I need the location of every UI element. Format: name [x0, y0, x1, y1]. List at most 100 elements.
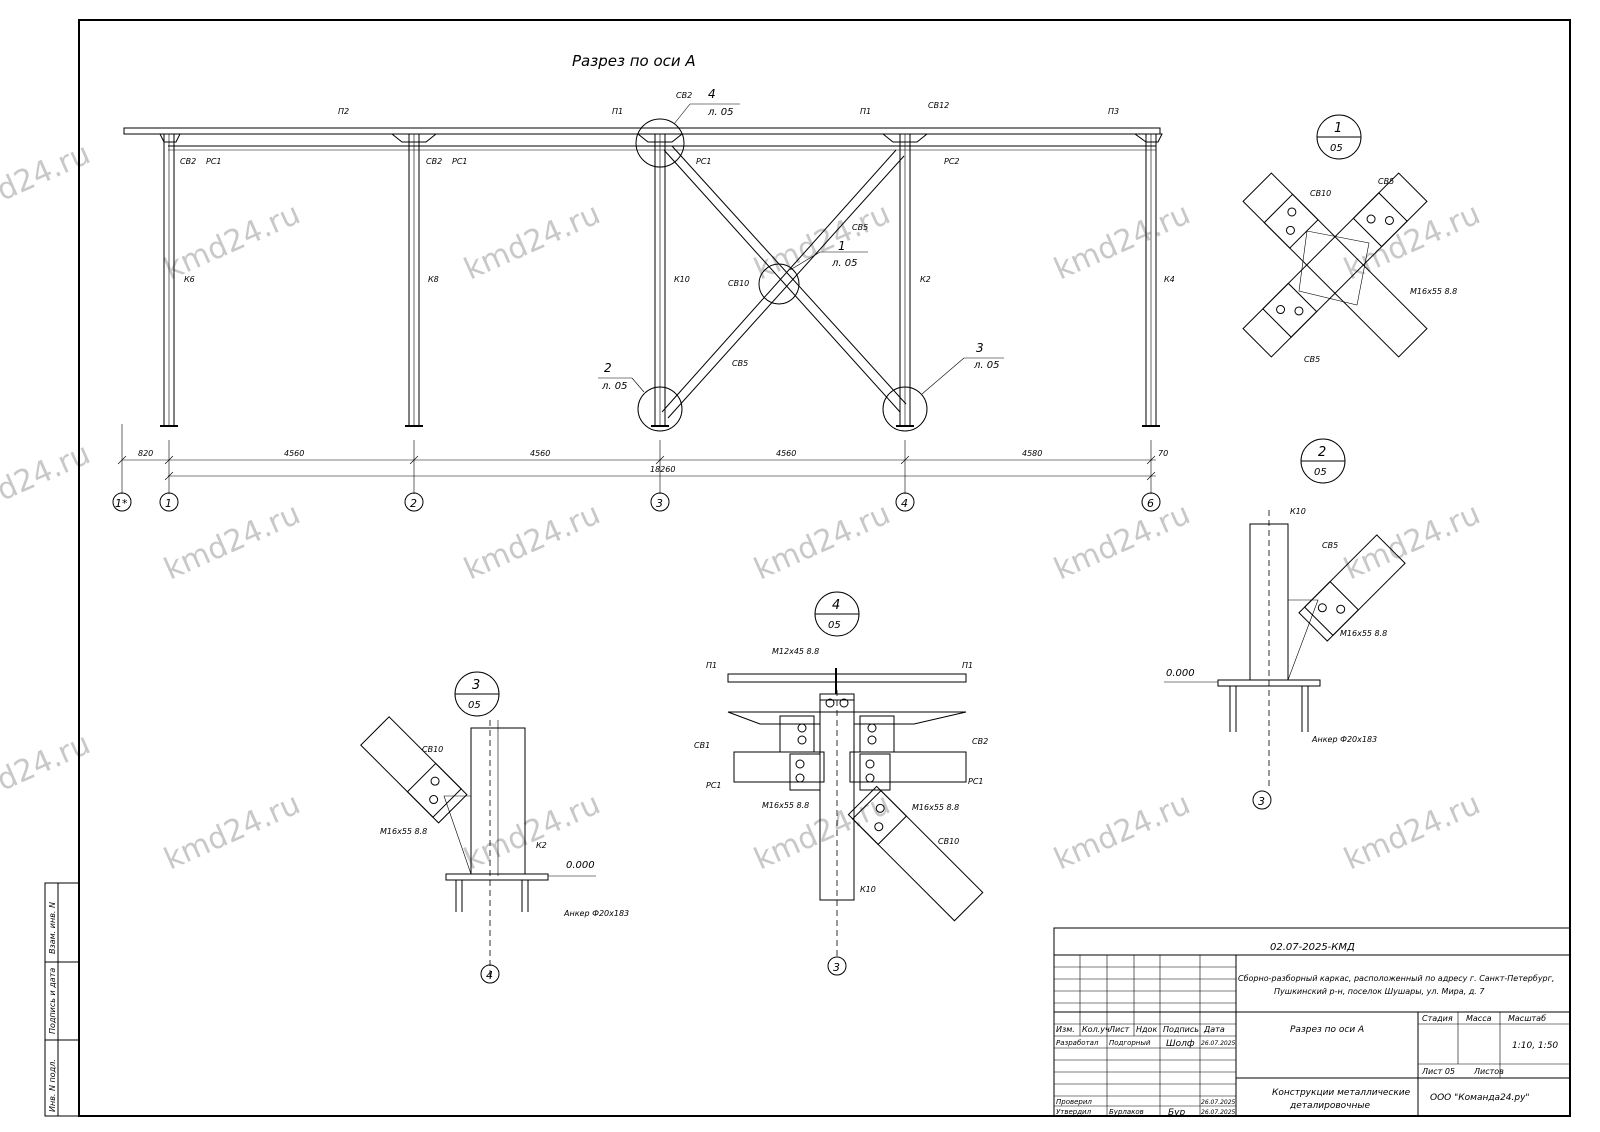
axis-markers: 1* 1 2 3 4 6 — [112, 492, 1161, 512]
detail-4: 4 05 П1 П1 М12х45 8.8 СВ1 СВ2 — [694, 591, 988, 976]
detail-2-label-4: 0.000 — [1166, 668, 1195, 679]
tb-sheet: Лист 05 — [1421, 1067, 1455, 1076]
tb-h-1: Изм. — [1056, 1025, 1075, 1034]
watermark-text: kmd24.ru — [1339, 496, 1485, 587]
section-title: Разрез по оси А — [572, 52, 696, 70]
column-brackets — [159, 133, 1163, 143]
detail-2-label-1: К10 — [1290, 507, 1306, 516]
top-plate — [123, 127, 1161, 135]
detail-4-label-9: М16х55 8.8 — [912, 803, 959, 812]
watermark-text: kmd24.ru — [749, 496, 895, 587]
tb-appr-role: Утвердил — [1056, 1108, 1092, 1116]
tb-dev-date: 26.07.2025 — [1201, 1040, 1236, 1047]
detail-2-axis: 3 — [1258, 795, 1265, 808]
label-beam-4: СВ12 — [928, 101, 949, 110]
label-plate-2: П1 — [612, 107, 623, 116]
tb-check-role: Проверил — [1056, 1098, 1092, 1106]
axis-1star: 1* — [115, 497, 128, 510]
detail-1-label-3: М16х55 8.8 — [1410, 287, 1457, 296]
label-column-3: К10 — [674, 275, 690, 284]
watermark-text: kmd24.ru — [749, 196, 895, 287]
callout-4-num: 4 — [708, 87, 716, 101]
detail-3-label-4: 0.000 — [566, 860, 595, 871]
tb-h-3: Лист — [1108, 1025, 1130, 1034]
detail-2-num: 2 — [1318, 445, 1326, 460]
detail-1-sheet: 05 — [1330, 143, 1343, 154]
detail-4-label-5: СВ2 — [972, 737, 988, 746]
axis-4: 4 — [901, 497, 908, 510]
watermark-text: kmd24.ru — [0, 136, 95, 227]
label-plate-4: П3 — [1108, 107, 1119, 116]
tb-doc-1: Конструкции металлические — [1272, 1088, 1411, 1098]
label-beam-3: СВ2 — [676, 91, 692, 100]
watermark-text: kmd24.ru — [0, 726, 95, 817]
label-brace-1: СВ5 — [852, 223, 868, 232]
stamp-2: Подпись и дата — [48, 968, 57, 1034]
label-brace-3: СВ5 — [732, 359, 748, 368]
dim-span-3: 4560 — [776, 449, 796, 458]
left-stamp: Взам. инв. N Подпись и дата Инв. N подл. — [44, 882, 80, 1117]
label-column-5: К4 — [1164, 275, 1175, 284]
detail-1-label-1: СВ10 — [1310, 189, 1331, 198]
tb-check-date: 26.07.2025 — [1201, 1099, 1236, 1106]
detail-3-label-3: К2 — [536, 841, 547, 850]
detail-2-label-3: М16х55 8.8 — [1340, 629, 1387, 638]
dim-total: 18260 — [650, 465, 675, 474]
tb-h-5: Подпись — [1163, 1025, 1199, 1034]
detail-1: 1 05 СВ10 СВ5 М16х55 8.8 СВ5 — [1242, 114, 1457, 364]
label-rc-2: РС1 — [452, 157, 468, 166]
watermark-text: kmd24.ru — [1049, 496, 1195, 587]
label-column-2: К8 — [428, 275, 439, 284]
detail-circle-3 — [882, 386, 928, 432]
label-rc-4: РС2 — [944, 157, 960, 166]
column-axis-6 — [1142, 133, 1160, 427]
detail-3-label-2: М16х55 8.8 — [380, 827, 427, 836]
callout-2-num: 2 — [604, 361, 612, 375]
watermark-text: kmd24.ru — [159, 496, 305, 587]
elevation-view: 4 л. 05 1 л. 05 2 л. 05 3 л. 05 П2 П1 П1… — [112, 87, 1175, 512]
detail-2-label-2: СВ5 — [1322, 541, 1338, 550]
tb-dev-role: Разработал — [1056, 1039, 1099, 1047]
callout-3-sheet: л. 05 — [973, 360, 999, 371]
tb-appr-sign: Бур — [1168, 1108, 1186, 1118]
callout-4-sheet: л. 05 — [707, 107, 733, 118]
detail-4-label-7: РС1 — [968, 777, 984, 786]
detail-circle-4 — [635, 118, 685, 168]
label-rc-3: РС1 — [696, 157, 712, 166]
watermark-text: kmd24.ru — [1339, 786, 1485, 877]
detail-4-sheet: 05 — [828, 620, 841, 631]
tb-sheets: Листов — [1473, 1067, 1504, 1076]
detail-2-label-5: Анкер Ф20х183 — [1311, 735, 1377, 744]
watermark-text: kmd24.ru — [0, 436, 95, 527]
tb-code: 02.07-2025-КМД — [1270, 942, 1355, 953]
tb-scale: 1:10, 1:50 — [1512, 1041, 1558, 1051]
detail-3-sheet: 05 — [468, 700, 481, 711]
tb-object-2: Пушкинский р-н, поселок Шушары, ул. Мира… — [1274, 987, 1485, 996]
watermark-text: kmd24.ru — [159, 196, 305, 287]
detail-1-num: 1 — [1334, 121, 1342, 136]
dim-820: 820 — [138, 449, 153, 458]
detail-1-label-2: СВ5 — [1378, 177, 1394, 186]
tb-h-4: Ндок — [1136, 1025, 1157, 1034]
column-axis-2 — [405, 133, 423, 427]
dim-span-2: 4560 — [530, 449, 550, 458]
watermark-text: kmd24.ru — [1049, 786, 1195, 877]
detail-3: 3 05 СВ10 М16х55 8.8 К2 0.000 Анкер Ф20х… — [360, 671, 629, 984]
x-bracing — [661, 145, 907, 419]
callout-1-num: 1 — [838, 239, 846, 253]
column-axis-3 — [651, 133, 669, 427]
tb-col-2: Масса — [1466, 1014, 1492, 1023]
tb-appr-date: 26.07.2025 — [1201, 1109, 1236, 1116]
detail-3-num: 3 — [472, 678, 480, 693]
tb-doc-2: деталировочные — [1289, 1101, 1370, 1111]
tb-appr-name: Бурлаков — [1109, 1108, 1144, 1116]
axis-6: 6 — [1147, 497, 1154, 510]
tb-sheet-title: Разрез по оси А — [1290, 1025, 1364, 1035]
detail-4-label-8: М16х55 8.8 — [762, 801, 809, 810]
detail-3-axis: 4 — [486, 969, 493, 982]
detail-circle-2 — [637, 386, 683, 432]
detail-4-label-1: П1 — [706, 661, 717, 670]
tb-h-2: Кол.уч — [1082, 1025, 1110, 1034]
label-brace-2: СВ10 — [728, 279, 749, 288]
tb-object-1: Сборно-разборный каркас, расположенный п… — [1238, 974, 1554, 983]
